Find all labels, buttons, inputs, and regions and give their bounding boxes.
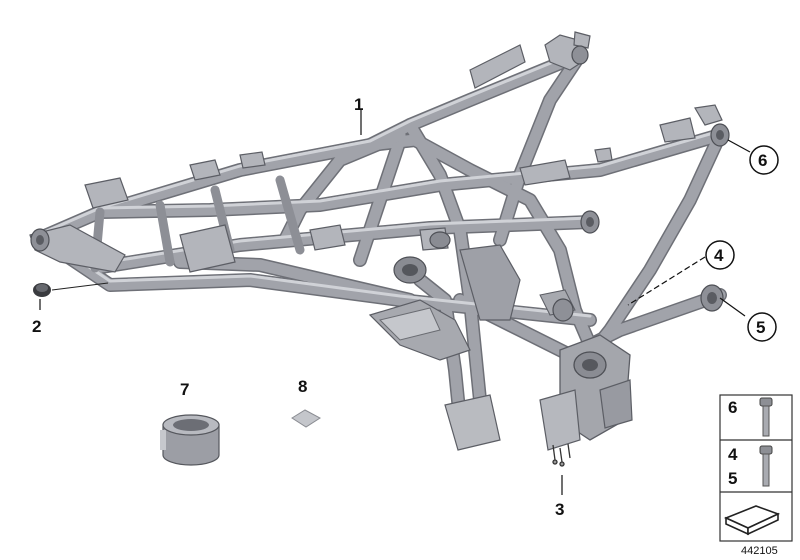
label-patch-icon [291,409,321,428]
legend-label-6: 6 [728,398,737,417]
bolt-icon [759,397,773,437]
callout-7: 7 [180,380,189,399]
callout-2: 2 [32,317,41,336]
callout-6: 6 [758,151,767,170]
callout-4-circle: 4 [705,240,735,270]
callout-6-circle: 6 [749,145,779,175]
bolt-icon [759,445,773,487]
callout-5-circle: 5 [747,312,777,342]
callout-8: 8 [298,377,307,396]
diagram-number: 442105 [741,545,778,557]
callout-4: 4 [714,246,724,265]
mounting-pad-icon [723,505,781,536]
screw-set-3 [552,443,571,467]
callout-1: 1 [354,95,363,114]
legend-label-5: 5 [728,469,737,488]
bushing-icon [160,414,220,466]
callout-5: 5 [756,318,765,337]
callout-leaders [39,110,751,495]
tube-end-caps [30,45,730,322]
plug-cap-icon [33,282,109,297]
fastener-legend: 6 4 5 [719,394,793,542]
pivot-bracket [539,334,633,451]
legend-label-4: 4 [728,445,738,464]
callout-3: 3 [555,500,564,519]
main-frame-illustration [29,31,730,467]
